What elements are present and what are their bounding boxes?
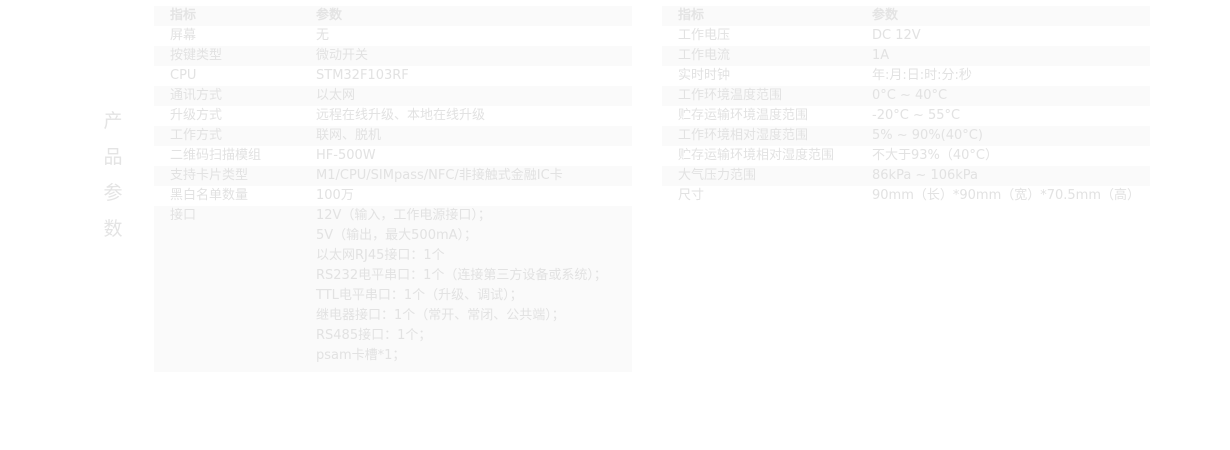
row-name: 屏幕 xyxy=(170,28,197,43)
interface-line: 5V（输出，最大500mA）； xyxy=(316,228,478,243)
table-row: 实时时钟 年:月:日:时:分:秒 xyxy=(662,66,1150,86)
header-parameter: 参数 xyxy=(316,8,343,23)
row-name: 实时时钟 xyxy=(678,68,731,83)
row-name: CPU xyxy=(170,68,197,83)
spec-table-right: 指标 参数 工作电压 DC 12V 工作电流 1A 实时时钟 年:月:日:时:分… xyxy=(662,6,1150,206)
row-value: DC 12V xyxy=(872,28,921,43)
row-value: HF-500W xyxy=(316,148,376,163)
row-name: 贮存运输环境相对湿度范围 xyxy=(678,148,835,163)
row-value: 以太网 xyxy=(316,88,356,103)
row-value: 远程在线升级、本地在线升级 xyxy=(316,108,486,123)
row-name: 工作电压 xyxy=(678,28,731,43)
interface-line: 12V（输入，工作电源接口）； xyxy=(316,208,491,223)
table-row: 二维码扫描模组 HF-500W xyxy=(154,146,632,166)
row-value: 不大于93%（40°C） xyxy=(872,148,999,163)
table-header-row: 指标 参数 xyxy=(662,6,1150,26)
row-value: 86kPa ~ 106kPa xyxy=(872,168,979,183)
table-row-interface: 接口 12V（输入，工作电源接口）； 5V（输出，最大500mA）； 以太网RJ… xyxy=(154,206,632,372)
interface-line: RS485接口：1个； xyxy=(316,328,432,343)
section-label-char: 品 xyxy=(103,146,123,168)
row-value: 联网、脱机 xyxy=(316,128,382,143)
table-row: 支持卡片类型 M1/CPU/SIMpass/NFC/非接触式金融IC卡 xyxy=(154,166,632,186)
table-row: 贮存运输环境相对湿度范围 不大于93%（40°C） xyxy=(662,146,1150,166)
row-name: 通讯方式 xyxy=(170,88,223,103)
interface-line: RS232电平串口：1个（连接第三方设备或系统）； xyxy=(316,268,607,283)
row-name: 黑白名单数量 xyxy=(170,188,249,203)
header-indicator: 指标 xyxy=(678,8,705,23)
table-header-row: 指标 参数 xyxy=(154,6,632,26)
row-value: 0°C ~ 40°C xyxy=(872,88,948,103)
table-row: 按键类型 微动开关 xyxy=(154,46,632,66)
table-row: 大气压力范围 86kPa ~ 106kPa xyxy=(662,166,1150,186)
row-name: 工作环境相对湿度范围 xyxy=(678,128,809,143)
section-label-char: 产 xyxy=(103,110,123,132)
table-row: 工作环境温度范围 0°C ~ 40°C xyxy=(662,86,1150,106)
row-value: 100万 xyxy=(316,188,354,203)
row-name: 接口 xyxy=(170,208,197,223)
table-row: 黑白名单数量 100万 xyxy=(154,186,632,206)
row-value: 1A xyxy=(872,48,890,63)
row-name: 大气压力范围 xyxy=(678,168,757,183)
interface-list: 12V（输入，工作电源接口）； 5V（输出，最大500mA）； 以太网RJ45接… xyxy=(300,206,632,372)
section-label-char: 参 xyxy=(103,182,123,204)
row-name: 工作环境温度范围 xyxy=(678,88,783,103)
table-row: 升级方式 远程在线升级、本地在线升级 xyxy=(154,106,632,126)
section-label-char: 数 xyxy=(103,218,123,240)
row-value: STM32F103RF xyxy=(316,68,409,83)
table-row: 通讯方式 以太网 xyxy=(154,86,632,106)
table-row: 工作电流 1A xyxy=(662,46,1150,66)
row-name: 工作方式 xyxy=(170,128,223,143)
row-value: -20°C ~ 55°C xyxy=(872,108,961,123)
row-value: 微动开关 xyxy=(316,48,369,63)
row-value: M1/CPU/SIMpass/NFC/非接触式金融IC卡 xyxy=(316,168,563,183)
header-parameter: 参数 xyxy=(872,8,899,23)
interface-line: 以太网RJ45接口：1个 xyxy=(316,248,445,263)
header-indicator: 指标 xyxy=(170,8,197,23)
row-value: 无 xyxy=(316,28,330,43)
interface-line: TTL电平串口：1个（升级、调试）； xyxy=(316,288,523,303)
row-value: 年:月:日:时:分:秒 xyxy=(872,68,972,83)
table-row: 工作方式 联网、脱机 xyxy=(154,126,632,146)
row-value: 5% ~ 90%(40°C) xyxy=(872,128,983,143)
section-label-product-params: 产 品 参 数 xyxy=(100,108,126,242)
row-name: 支持卡片类型 xyxy=(170,168,249,183)
row-name: 二维码扫描模组 xyxy=(170,148,262,163)
row-name: 工作电流 xyxy=(678,48,731,63)
table-row: 工作电压 DC 12V xyxy=(662,26,1150,46)
row-value: 90mm（长）*90mm（宽）*70.5mm（高） xyxy=(872,188,1141,203)
table-row: 贮存运输环境温度范围 -20°C ~ 55°C xyxy=(662,106,1150,126)
table-row: CPU STM32F103RF xyxy=(154,66,632,86)
interface-line: 继电器接口：1个（常开、常闭、公共端）； xyxy=(316,308,565,323)
row-name: 升级方式 xyxy=(170,108,223,123)
row-name: 尺寸 xyxy=(678,188,705,203)
table-row: 屏幕 无 xyxy=(154,26,632,46)
table-row: 工作环境相对湿度范围 5% ~ 90%(40°C) xyxy=(662,126,1150,146)
row-name: 按键类型 xyxy=(170,48,223,63)
table-row: 尺寸 90mm（长）*90mm（宽）*70.5mm（高） xyxy=(662,186,1150,206)
row-name: 贮存运输环境温度范围 xyxy=(678,108,809,123)
interface-line: psam卡槽*1； xyxy=(316,348,406,363)
spec-table-left: 指标 参数 屏幕 无 按键类型 微动开关 CPU STM32F103RF 通讯方… xyxy=(154,6,632,372)
